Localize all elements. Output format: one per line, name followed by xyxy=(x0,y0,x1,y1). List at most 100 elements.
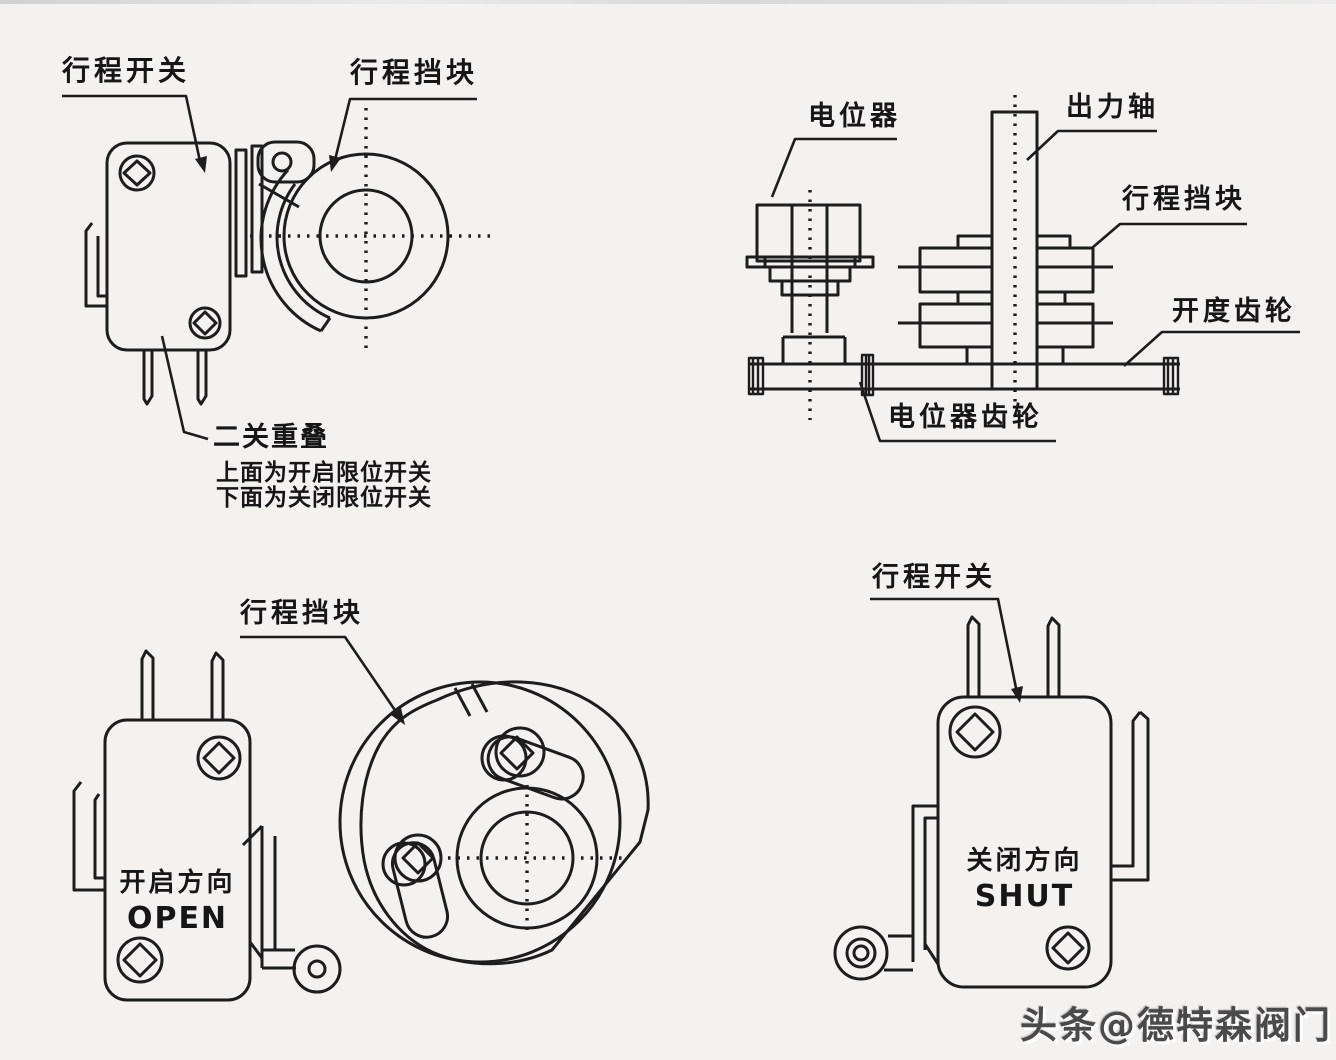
terminal-pin xyxy=(1046,616,1061,697)
travel-switch-callout xyxy=(870,597,1023,703)
terminal-pin xyxy=(210,651,225,720)
travel-cam-block xyxy=(918,302,994,349)
screw-diamond xyxy=(122,159,152,187)
screw xyxy=(1045,925,1091,971)
switch-body xyxy=(103,718,252,1002)
bottom-right-shut-diagram xyxy=(833,597,1150,989)
roller-bracket xyxy=(241,824,277,968)
top-left-limit-switch-diagram xyxy=(62,94,492,441)
switch-body xyxy=(936,695,1113,989)
switch-lever-inner xyxy=(93,793,106,880)
screw xyxy=(188,306,222,340)
screw xyxy=(118,154,156,192)
watermark: 头条@德特森阀门 xyxy=(1020,1004,1332,1047)
terminal-pin xyxy=(140,649,155,720)
roller xyxy=(292,944,342,994)
screw-diamond xyxy=(192,310,218,336)
travel-cam-block xyxy=(1035,302,1095,349)
arrowhead xyxy=(1011,686,1023,703)
potentiometer-body xyxy=(755,203,862,263)
plunger xyxy=(234,148,248,278)
tl-travel-block-label: 行程挡块 xyxy=(350,56,479,89)
potentiometer-label: 电位器 xyxy=(808,101,901,132)
travel-cam-block xyxy=(918,246,994,294)
screw xyxy=(494,726,546,778)
overlap-title: 二关重叠 xyxy=(213,422,329,453)
potentiometer-step2 xyxy=(780,281,840,297)
terminal-pin xyxy=(142,350,154,406)
bl-travel-block-label: 行程挡块 xyxy=(240,598,364,629)
arrowhead xyxy=(195,156,207,173)
roller-pin xyxy=(852,944,870,962)
overlap-note-2: 下面为关闭限位开关 xyxy=(216,485,432,511)
shaft-caps xyxy=(747,353,1180,397)
cam-lobe-step xyxy=(319,317,332,332)
screw xyxy=(948,705,1002,759)
tr-travel-block-label: 行程挡块 xyxy=(1122,184,1246,215)
flange-ticks xyxy=(763,257,857,267)
cam-flange xyxy=(956,234,994,250)
roller-pin xyxy=(271,151,293,173)
potentiometer-column xyxy=(790,205,829,333)
roller-mount xyxy=(256,140,316,184)
potentiometer-gear-callout xyxy=(858,381,1056,443)
travel-block-callout xyxy=(1091,222,1247,249)
open-direction-text: 开启方向 OPEN xyxy=(105,862,250,936)
bottom-left-open-diagram xyxy=(72,635,650,1002)
tl-travel-switch-label: 行程开关 xyxy=(62,54,191,87)
opening-gear-callout xyxy=(1123,330,1300,367)
screw xyxy=(196,735,242,781)
output-shaft-label: 出力轴 xyxy=(1066,92,1159,123)
output-shaft-callout xyxy=(1026,129,1157,161)
potentiometer-gear-label: 电位器齿轮 xyxy=(888,402,1043,433)
screw-diamond xyxy=(499,735,535,771)
gear-bar xyxy=(750,362,1180,391)
screw-diamond xyxy=(401,841,435,875)
cam-plate-inner xyxy=(359,680,650,966)
plunger xyxy=(250,144,264,274)
shut-direction-en: SHUT xyxy=(974,879,1075,914)
overlap-note-leader xyxy=(160,335,209,441)
screw-diamond xyxy=(955,712,995,752)
cam-rim-bridge xyxy=(453,683,489,717)
shut-direction-cn: 关闭方向 xyxy=(966,846,1083,876)
overlap-note-1: 上面为开启限位开关 xyxy=(216,460,432,486)
travel-block-callout xyxy=(329,97,477,172)
screw-diamond xyxy=(202,741,236,775)
cam-flange xyxy=(1035,234,1072,250)
cam-spacer xyxy=(956,290,994,306)
cam-lobe-inner xyxy=(275,183,331,320)
switch-lever xyxy=(84,222,107,308)
shut-direction-text: 关闭方向 SHUT xyxy=(938,840,1111,914)
cam-spacer xyxy=(965,345,994,366)
scan-artifact-strip xyxy=(0,0,1336,4)
travel-cam-block xyxy=(1035,246,1095,294)
cam-spacer xyxy=(1035,290,1067,306)
screw-washer xyxy=(381,841,427,887)
switch-lever-inner xyxy=(96,236,107,298)
roller-arm xyxy=(248,941,296,970)
switch-lever xyxy=(1112,710,1150,882)
shaft-cap xyxy=(860,353,875,397)
roller-mid xyxy=(845,937,877,969)
shaft-cap xyxy=(747,356,765,396)
top-right-gear-diagram xyxy=(745,95,1300,443)
open-direction-cn: 开启方向 xyxy=(119,868,236,898)
roller-pin xyxy=(307,959,327,979)
br-travel-switch-label: 行程开关 xyxy=(872,562,996,593)
switch-body xyxy=(105,141,232,352)
switch-lever xyxy=(72,781,106,892)
open-direction-en: OPEN xyxy=(126,901,229,936)
screw-diamond xyxy=(122,942,158,978)
roller-bracket xyxy=(911,804,938,962)
potentiometer-base xyxy=(781,335,847,363)
screw xyxy=(116,936,164,984)
roller xyxy=(833,925,889,981)
screw xyxy=(393,833,443,883)
shaft-cap xyxy=(1162,356,1180,396)
potentiometer-callout xyxy=(770,137,897,198)
roller-arm xyxy=(884,934,940,972)
cam-lobe-outer xyxy=(259,168,322,333)
screw-diamond xyxy=(1051,931,1085,965)
